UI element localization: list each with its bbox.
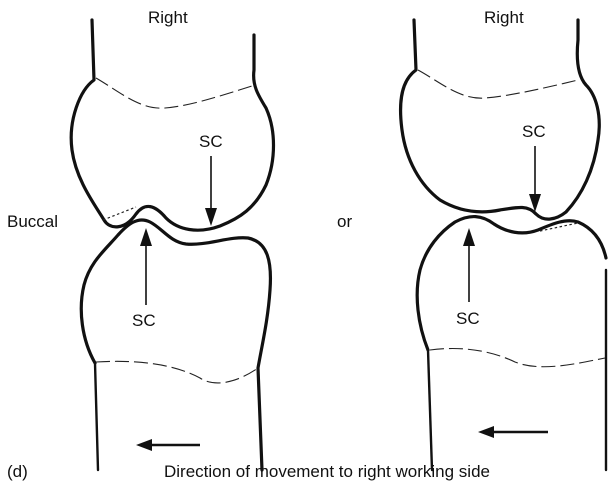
left-tooth-pair	[71, 20, 273, 470]
left-lower-tooth-outline	[81, 220, 270, 470]
right-tooth-pair	[401, 20, 606, 470]
right-lower-root-line	[428, 350, 432, 470]
right-movement-arrowhead	[478, 426, 494, 438]
left-movement-arrowhead	[136, 439, 152, 451]
right-upper-cej-line	[418, 70, 578, 98]
right-lower-sc-arrowhead	[463, 228, 475, 246]
right-lower-cej-line	[430, 349, 605, 367]
left-upper-cej-line	[96, 78, 252, 108]
right-upper-tooth-outline	[401, 20, 600, 219]
left-lower-cej-line	[96, 361, 258, 383]
left-lower-sc-arrowhead	[140, 228, 152, 246]
left-lower-root-line	[95, 363, 98, 470]
left-upper-sc-arrowhead	[205, 208, 217, 226]
right-lower-tooth-outline	[417, 217, 606, 350]
left-upper-tooth-outline	[71, 20, 273, 230]
